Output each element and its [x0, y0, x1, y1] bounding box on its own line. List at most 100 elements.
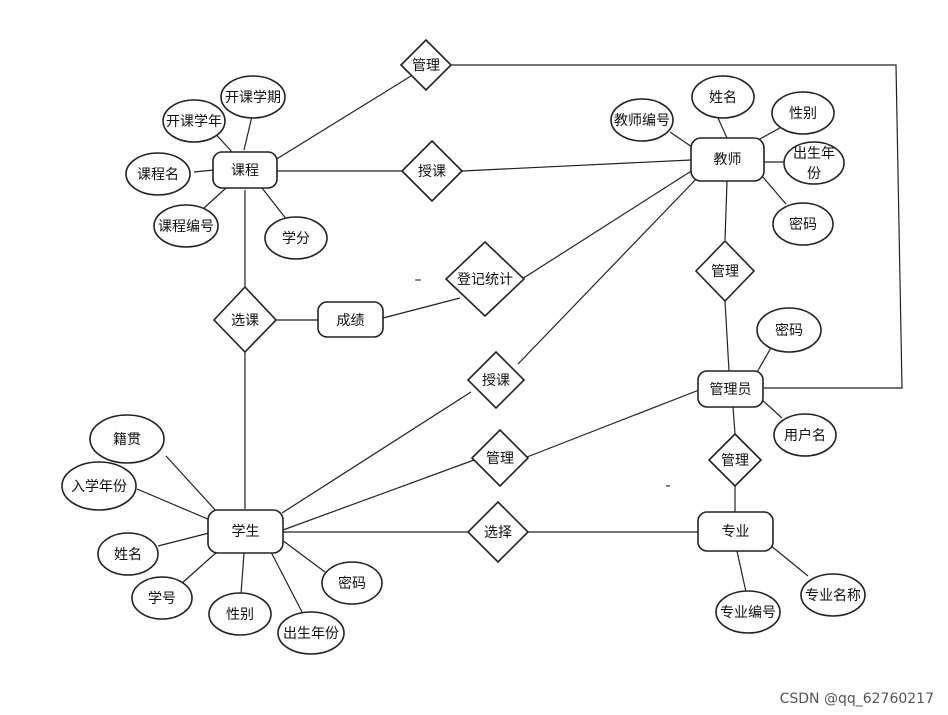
attr-student-password: 密码: [321, 561, 383, 605]
line-manage-admin-v: [724, 300, 730, 372]
relation-manage-student: 管理: [470, 428, 530, 488]
attr-teacher-gender: 性别: [771, 91, 835, 135]
attr-teacher-password-label: 密码: [789, 216, 817, 233]
attr-course-year-label: 开课学年: [166, 114, 222, 130]
line-major-id: [736, 550, 747, 593]
attr-student-native-label: 籍贯: [113, 431, 141, 448]
line-admin-manage-student: [526, 389, 700, 458]
attr-student-name-label: 姓名: [114, 547, 142, 563]
connector-lines: [136, 64, 903, 613]
attr-teacher-birth-label-2: 份: [807, 166, 821, 182]
entity-course: 课程: [212, 151, 278, 189]
attr-admin-username: 用户名: [773, 413, 837, 457]
attr-teacher-gender-label: 性别: [789, 106, 817, 122]
attr-course-year: 开课学年: [162, 99, 226, 143]
entity-grade-label: 成绩: [337, 313, 365, 329]
relation-manage-top: 管理: [399, 38, 453, 92]
line-teach2-student: [281, 391, 472, 514]
relation-register-stats-label: 登记统计: [457, 272, 513, 288]
relation-register-stats: 登记统计: [444, 240, 526, 318]
entity-major-label: 专业: [722, 524, 750, 540]
line-manage-admin: [451, 64, 903, 389]
relation-choose-major: 选择: [466, 500, 530, 564]
attr-major-name-label: 专业名称: [805, 588, 861, 604]
attr-course-id-label: 课程编号: [158, 219, 214, 235]
attr-student-gender: 性别: [208, 592, 272, 636]
line-course-manage: [274, 75, 412, 161]
attr-student-number-label: 学号: [148, 591, 176, 607]
line-course-name: [193, 169, 215, 173]
attr-admin-password-label: 密码: [775, 322, 803, 339]
line-student-native: [165, 455, 219, 514]
line-manage-student: [282, 459, 475, 531]
attr-course-id: 课程编号: [153, 204, 219, 248]
stray-dash-lower: -: [665, 478, 670, 494]
line-teacher-gender: [757, 127, 781, 141]
entity-student-label: 学生: [232, 524, 260, 540]
line-admin-username: [759, 397, 783, 419]
line-teacher-id: [669, 131, 693, 148]
attr-course-name: 课程名: [125, 152, 191, 196]
attr-student-password-label: 密码: [338, 575, 366, 592]
line-student-number: [180, 550, 219, 585]
relation-teach-course-label: 授课: [418, 164, 446, 180]
line-course-id: [203, 187, 227, 209]
attr-major-id-label: 专业编号: [720, 605, 776, 621]
attr-student-number: 学号: [131, 576, 193, 620]
attr-course-term: 开课学期: [220, 75, 286, 119]
line-student-name: [157, 532, 210, 547]
line-teacher-manage: [724, 180, 728, 241]
attr-major-id: 专业编号: [715, 590, 781, 634]
watermark: CSDN @qq_62760217: [779, 691, 934, 707]
relation-admin-manage-teacher-label: 管理: [711, 264, 739, 280]
attr-teacher-id: 教师编号: [610, 98, 674, 142]
line-student-gender: [240, 552, 245, 595]
stray-dash-upper: –: [415, 272, 422, 288]
attr-teacher-id-label: 教师编号: [614, 113, 670, 129]
relation-admin-manage-teacher: 管理: [694, 239, 756, 303]
relation-teach-student: 授课: [466, 350, 526, 410]
attr-student-native: 籍贯: [89, 414, 165, 464]
attr-student-birth: 出生年份: [277, 611, 345, 655]
line-student-password: [281, 539, 326, 573]
relation-admin-manage-major: 管理: [707, 432, 763, 488]
attr-student-name: 姓名: [97, 532, 159, 576]
attr-student-gender-label: 性别: [226, 607, 254, 623]
attr-student-enroll: 入学年份: [61, 461, 137, 511]
attr-student-birth-label: 出生年份: [283, 626, 339, 642]
line-major-name: [769, 544, 809, 577]
relation-teach-student-label: 授课: [482, 373, 510, 389]
entity-student: 学生: [207, 509, 284, 554]
line-teacher-password: [761, 175, 787, 205]
entity-grade: 成绩: [317, 301, 384, 338]
entity-major: 专业: [697, 511, 774, 552]
attr-course-credit-label: 学分: [282, 231, 310, 247]
entity-teacher-label: 教师: [714, 152, 742, 168]
line-teacher-name: [717, 117, 728, 139]
attr-course-credit: 学分: [264, 216, 328, 260]
attr-admin-username-label: 用户名: [784, 427, 826, 444]
entity-teacher: 教师: [690, 137, 765, 182]
line-student-birth: [270, 551, 303, 613]
attr-teacher-name: 姓名: [691, 75, 755, 119]
attr-course-name-label: 课程名: [137, 167, 179, 183]
line-course-credit: [261, 187, 288, 221]
line-teach-teacher: [461, 159, 692, 172]
line-admin-password: [755, 345, 773, 375]
relation-manage-student-label: 管理: [486, 451, 514, 467]
attr-course-term-label: 开课学期: [225, 90, 281, 106]
attr-teacher-birth-label-1: 出生年: [793, 146, 835, 162]
attr-student-enroll-label: 入学年份: [71, 479, 127, 495]
attr-teacher-name-label: 姓名: [709, 90, 737, 106]
relation-teach-course: 授课: [400, 139, 464, 203]
attr-major-name: 专业名称: [800, 573, 866, 617]
entity-admin-label: 管理员: [710, 382, 752, 398]
line-teacher-teach2: [517, 174, 701, 365]
attr-admin-password: 密码: [756, 307, 822, 353]
line-admin-manage-major: [732, 406, 736, 435]
relation-select-course-label: 选课: [231, 313, 259, 329]
line-register-teacher: [521, 167, 697, 280]
line-grade-register: [382, 297, 461, 319]
entity-course-label: 课程: [231, 163, 259, 179]
